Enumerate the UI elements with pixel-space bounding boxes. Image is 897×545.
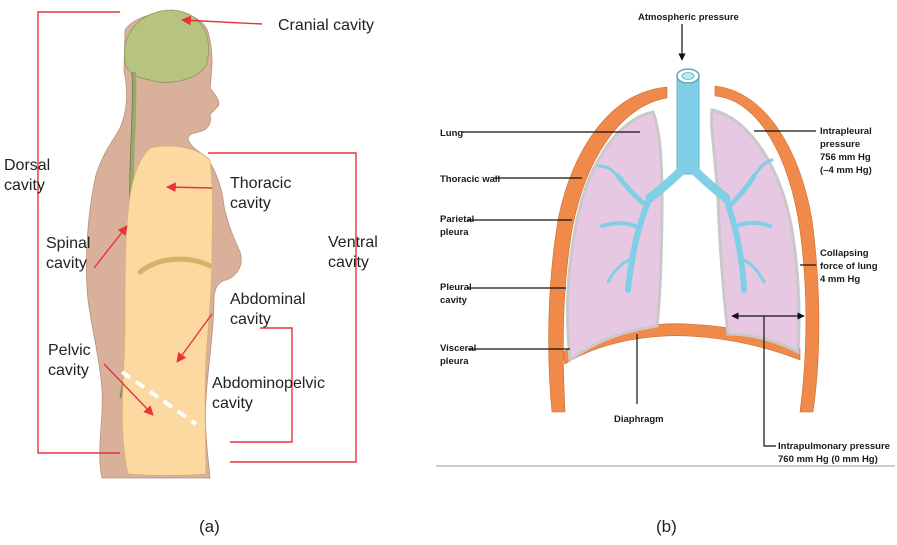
abdominal-cavity-label-line2: cavity (230, 311, 271, 328)
pleural-cavity-label-line1: Pleural (440, 282, 472, 293)
panel-b-lung-pressures: Atmospheric pressure Lung Thoracic wall … (436, 12, 895, 536)
dorsal-cavity-label-line1: Dorsal (4, 157, 50, 174)
panel-a-body-cavities: Cranial cavity Dorsal cavity Thoracic ca… (4, 10, 378, 536)
lung-label: Lung (440, 128, 463, 139)
pleural-cavity-label-line2: cavity (440, 295, 468, 306)
panel-b-caption: (b) (656, 517, 677, 536)
abdominopelvic-cavity-label-line1: Abdominopelvic (212, 375, 325, 392)
abdominopelvic-cavity-label-line2: cavity (212, 395, 253, 412)
trachea-lumen (682, 73, 694, 80)
ventral-cavity-label-line1: Ventral (328, 234, 378, 251)
abdominal-cavity-label-line1: Abdominal (230, 291, 306, 308)
dorsal-cavity-label-line2: cavity (4, 177, 45, 194)
panel-a-caption: (a) (199, 517, 220, 536)
collapsing-force-label-line2: force of lung (820, 261, 878, 272)
visceral-pleura-label-line1: Visceral (440, 343, 476, 354)
trachea (677, 76, 699, 174)
visceral-pleura-label-line2: pleura (440, 356, 469, 367)
collapsing-force-label-line1: Collapsing (820, 248, 869, 259)
intrapulmonary-label-line2: 760 mm Hg (0 mm Hg) (778, 454, 878, 465)
spinal-cavity-label-line2: cavity (46, 255, 87, 272)
intrapulmonary-label-line1: Intrapulmonary pressure (778, 441, 890, 452)
intrapleural-label-line4: (–4 mm Hg) (820, 165, 872, 176)
thoracic-wall-label: Thoracic wall (440, 174, 500, 185)
ventral-cavity-label-line2: cavity (328, 254, 369, 271)
cranial-cavity-label: Cranial cavity (278, 17, 374, 34)
diaphragm-label: Diaphragm (614, 414, 664, 425)
left-lung (567, 112, 662, 360)
pelvic-cavity-label-line2: cavity (48, 362, 89, 379)
intrapleural-label-line2: pressure (820, 139, 860, 150)
thoracic-cavity-label-line1: Thoracic (230, 175, 291, 192)
spinal-cavity-label-line1: Spinal (46, 235, 90, 252)
intrapleural-label-line3: 756 mm Hg (820, 152, 871, 163)
ventral-cavity-region (122, 146, 212, 476)
parietal-pleura-label-line1: Parietal (440, 214, 474, 225)
intrapleural-label-line1: Intrapleural (820, 126, 872, 137)
atmospheric-pressure-label: Atmospheric pressure (638, 12, 739, 23)
thoracic-cavity-label-line2: cavity (230, 195, 271, 212)
parietal-pleura-label-line2: pleura (440, 227, 469, 238)
thoracic-arrow (167, 187, 212, 188)
collapsing-force-label-line3: 4 mm Hg (820, 274, 860, 285)
pelvic-cavity-label-line1: Pelvic (48, 342, 91, 359)
